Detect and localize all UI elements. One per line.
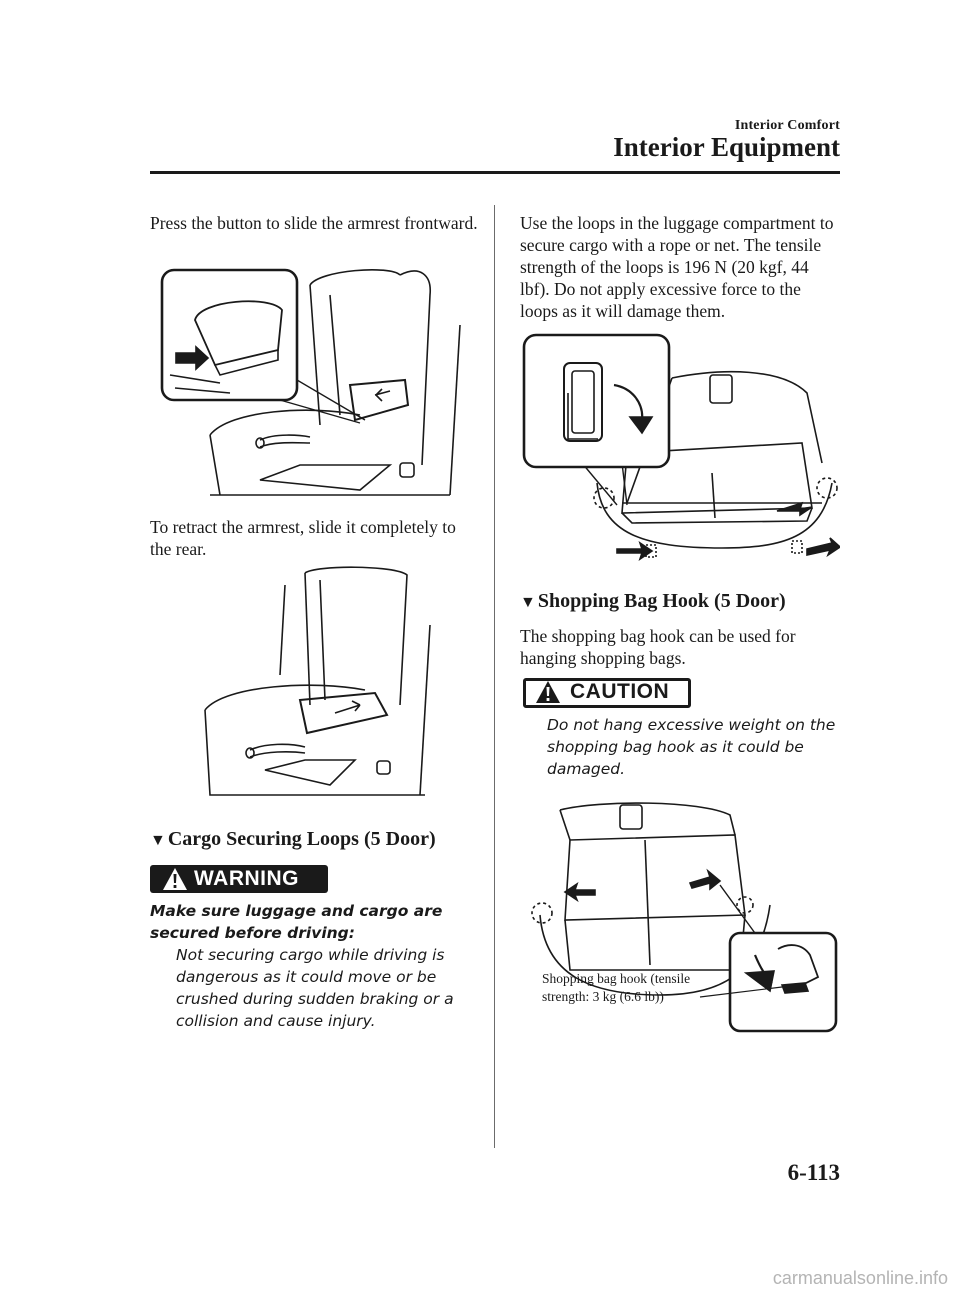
caution-text: Do not hang excessive weight on the shop… bbox=[547, 716, 836, 778]
bag-hook-heading-text: Shopping Bag Hook (5 Door) bbox=[537, 590, 786, 612]
shopping-bag-hook-illustration bbox=[531, 802, 838, 1033]
bag-hook-heading: ▼Shopping Bag Hook (5 Door) bbox=[520, 590, 786, 613]
warning-lead: Make sure luggage and cargo are secured … bbox=[150, 902, 443, 942]
caution-triangle-icon bbox=[536, 681, 560, 703]
running-section-title: Interior Comfort bbox=[734, 118, 840, 133]
cargo-loops-heading-text: Cargo Securing Loops (5 Door) bbox=[167, 828, 436, 850]
warning-label: WARNING bbox=[194, 867, 299, 890]
hook-caption: Shopping bag hook (tensile strength: 3 k… bbox=[542, 971, 691, 1004]
para-cargo-loops: Use the loops in the luggage compartment… bbox=[520, 213, 834, 321]
para-retract: To retract the armrest, slide it complet… bbox=[150, 517, 456, 559]
para-bag-hook: The shopping bag hook can be used for ha… bbox=[520, 626, 796, 668]
section-triangle-icon: ▼ bbox=[520, 594, 536, 611]
warning-badge: WARNING bbox=[150, 865, 328, 893]
warning-text: Not securing cargo while driving is dang… bbox=[176, 946, 454, 1030]
cargo-loops-heading: ▼Cargo Securing Loops (5 Door) bbox=[150, 828, 436, 851]
page-number: 6-113 bbox=[787, 1160, 840, 1185]
watermark: carmanualsonline.info bbox=[772, 1268, 948, 1288]
warning-note: Make sure luggage and cargo are secured … bbox=[150, 900, 485, 1032]
caution-label: CAUTION bbox=[570, 680, 670, 703]
header-rule bbox=[150, 171, 840, 174]
caution-badge: CAUTION bbox=[523, 678, 691, 708]
section-triangle-icon: ▼ bbox=[150, 832, 166, 849]
page-title: Interior Equipment bbox=[613, 132, 840, 162]
para-slide-forward: Press the button to slide the armrest fr… bbox=[150, 213, 478, 233]
cargo-loops-illustration bbox=[522, 333, 840, 561]
armrest-retract-illustration bbox=[204, 566, 431, 796]
warning-triangle-icon bbox=[163, 868, 187, 890]
armrest-slide-forward-illustration bbox=[160, 268, 461, 496]
column-divider bbox=[494, 205, 495, 1148]
